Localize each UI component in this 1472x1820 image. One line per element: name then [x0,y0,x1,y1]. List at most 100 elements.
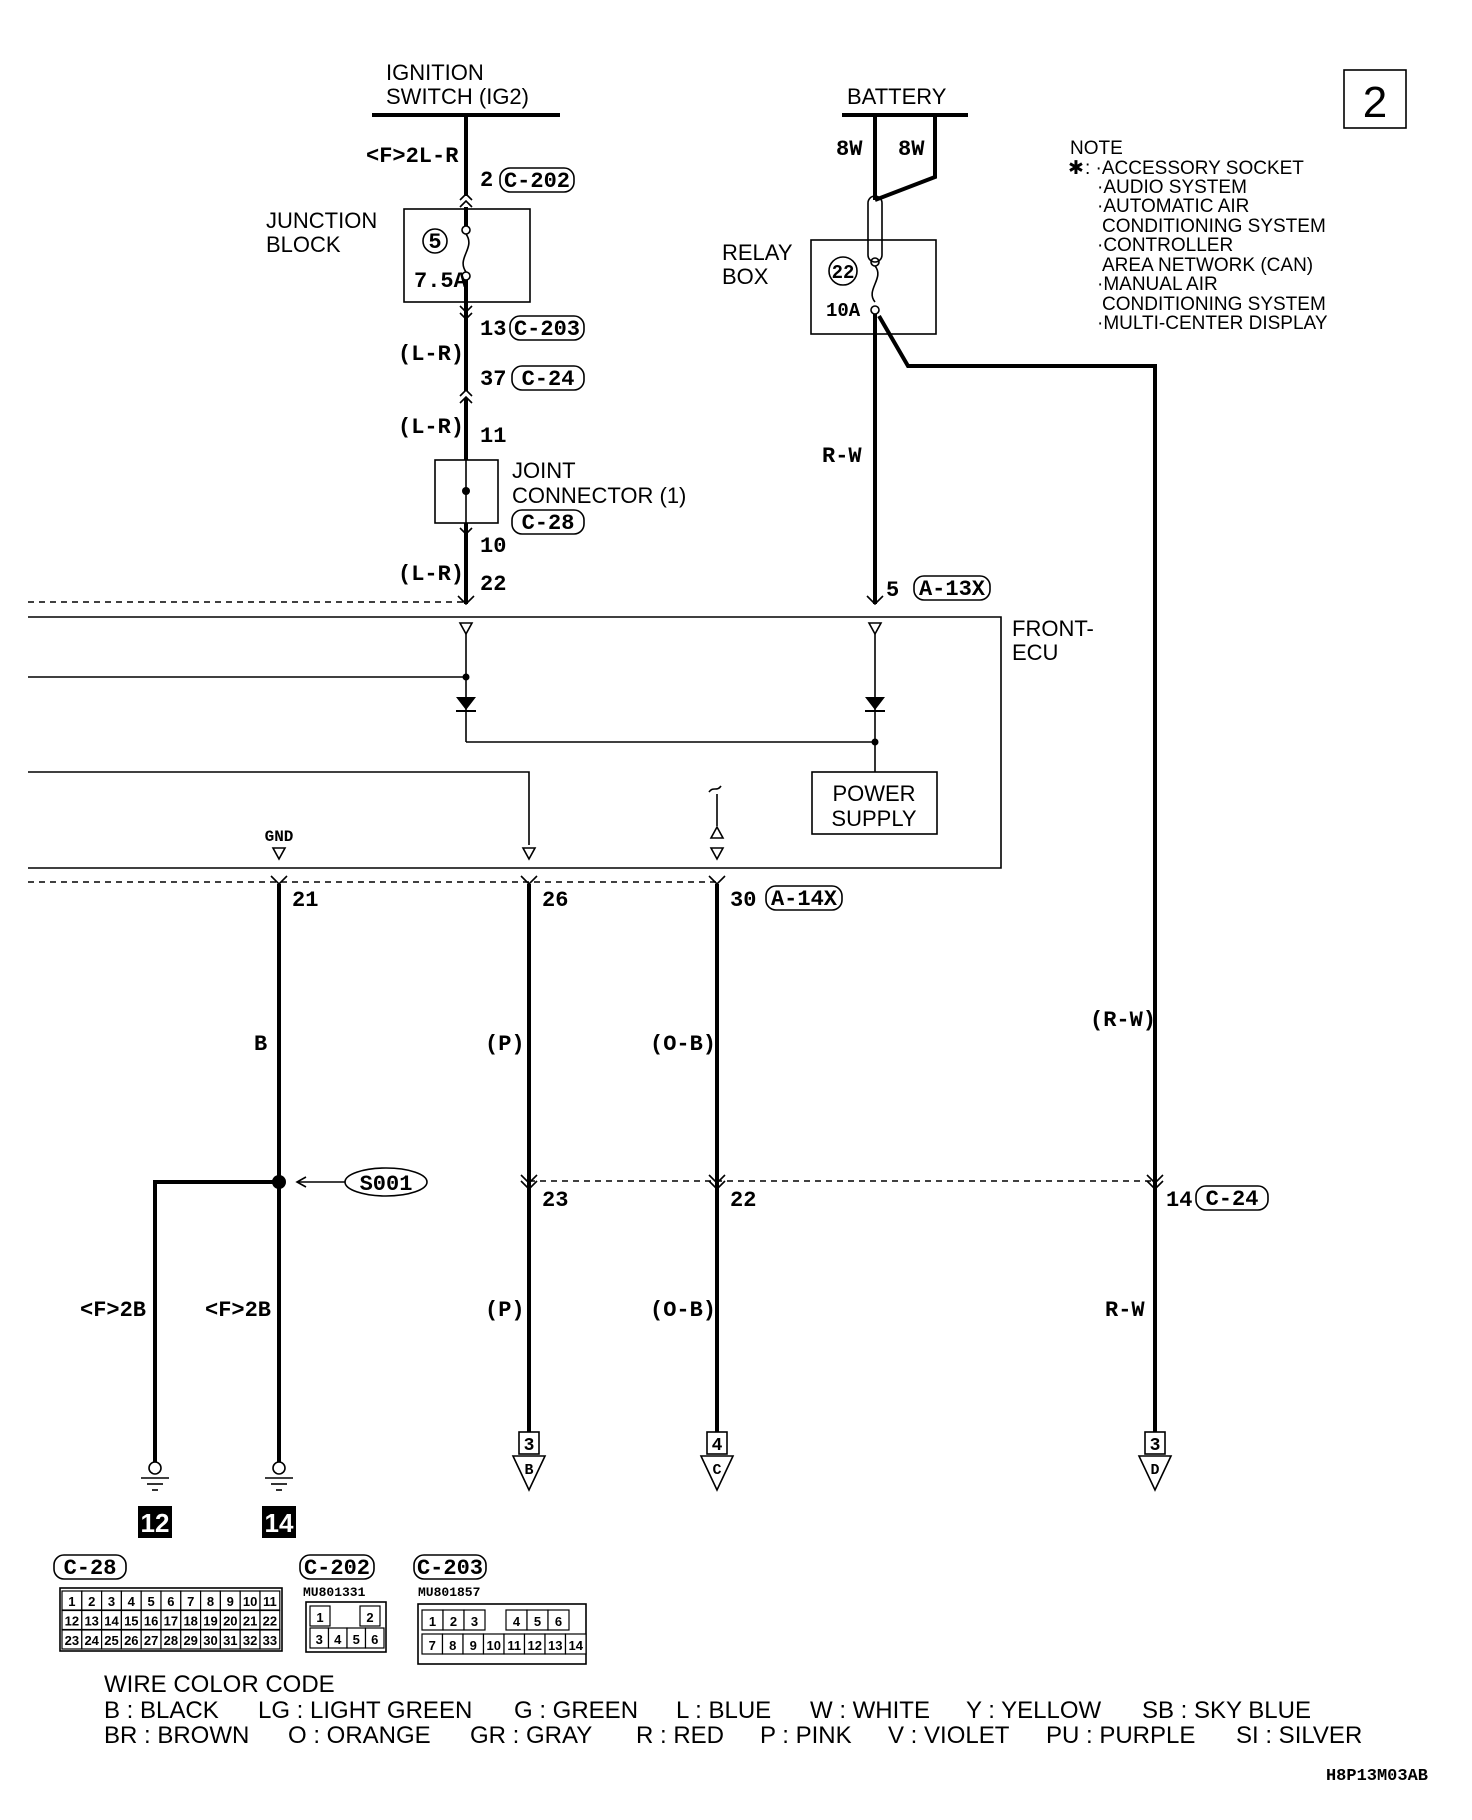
wire-label-b: B [254,1032,267,1057]
continuation-d[interactable]: 3 D [1137,1431,1173,1492]
wire-ground-branch [153,1180,279,1462]
connector-mark [459,395,473,404]
pin-cell-number: 1 [316,1610,323,1625]
ground-point-14: 14 [265,1508,294,1538]
relay-connector-capsule [867,195,883,263]
continuation-c[interactable]: 4 C [699,1431,735,1492]
wire-label-p-2: (P) [485,1298,525,1323]
power-supply-box [811,771,938,835]
pin-cell-number: 4 [334,1632,342,1647]
connector-tag-c24 [511,365,585,391]
pin-cell-number: 2 [366,1610,373,1625]
wire-color-code-item: Y : YELLOW [966,1697,1102,1724]
battery-title: BATTERY [847,84,947,109]
connector-view-outline [305,1601,387,1653]
pin-cell-number: 24 [84,1633,99,1648]
continuation-page: 3 [524,1436,535,1456]
wire-color-code-item: GR : GRAY [470,1722,592,1749]
ecu-terminal-5 [867,622,883,636]
pin-11: 11 [480,424,506,449]
pin-2: 2 [480,168,493,193]
note-star: ✱ [1068,158,1084,179]
fuse-terminal [461,225,471,235]
note-line: AREA NETWORK (CAN) [1102,255,1313,276]
pin-cell-number: 13 [548,1638,562,1653]
connector-mark [270,875,288,886]
pin-cell-number: 2 [88,1594,95,1609]
connector-view-label: C-202 [304,1556,370,1581]
continuation-b[interactable]: 3 B [511,1431,547,1492]
ecu-junction-dot [871,738,879,746]
continuation-page-box [518,1431,540,1455]
pin-cell-number: 3 [108,1594,115,1609]
connector-view-part: MU801857 [418,1585,480,1600]
power-supply-1: POWER [832,781,915,806]
wire-label-8w-right: 8W [898,137,925,162]
wire-color-code-item: SB : SKY BLUE [1142,1697,1311,1724]
fuse-rating-75a: 7.5A [414,269,468,294]
connector-view-tag [53,1554,127,1580]
wire-label-rw-1: R-W [822,444,862,469]
wire-label-lr-2: (L-R) [398,415,464,440]
splice-s001: S001 [360,1172,413,1197]
pin-cell-number: 28 [164,1633,178,1648]
wire-label-f2b-1: <F>2B [80,1298,146,1323]
note-line: ·CONTROLLER [1097,235,1233,256]
connector-mark [520,1174,538,1185]
relay-fuse-element [871,265,879,303]
wire-color-code-item: B : BLACK [104,1697,219,1724]
ecu-terminal-21 [271,847,287,861]
continuation-letter: B [524,1462,533,1479]
continuation-letter: C [712,1462,721,1479]
connector-c28: C-28 [522,511,575,536]
connector-tag-a13x [913,575,991,601]
note-line: ·AUDIO SYSTEM [1097,177,1247,198]
wire-color-code-item: BR : BROWN [104,1722,249,1749]
signal-wave-icon [708,785,722,793]
note-heading: NOTE [1070,138,1123,159]
connector-view-label: C-28 [64,1556,117,1581]
relay-fuse-number-22: 22 [832,262,855,284]
continuation-arrow-icon [1137,1455,1173,1492]
connector-c203: C-203 [514,317,580,342]
connector-c24: C-24 [522,367,575,392]
pin-cell-number: 4 [128,1594,136,1609]
pin-cell-number: 19 [203,1614,217,1629]
note-line: ·MULTI-CENTER DISPLAY [1097,313,1328,334]
figure-code: H8P13M03AB [1326,1767,1428,1786]
connector-mark [459,192,473,201]
ecu-terminal-22 [458,622,474,636]
pin-22: 22 [480,572,506,597]
pin-23: 23 [542,1188,568,1213]
ecu-terminal-30-up [709,825,725,839]
pin-cell [463,1609,486,1631]
note-block: NOTE ✱ : ·ACCESSORY SOCKET ·AUDIO SYSTEM… [1068,138,1328,334]
connector-mark [708,1180,726,1191]
ecu-internal-left-2 [28,771,530,845]
pin-cell-number: 30 [203,1633,217,1648]
ground-point-12: 12 [141,1508,170,1538]
pin-21: 21 [292,888,318,913]
pin-cell-number: 8 [449,1638,456,1653]
pin-cell-number: 1 [68,1594,75,1609]
pin-cell-number: 32 [243,1633,257,1648]
fuse-number-circle [422,228,448,254]
relay-title-2: BOX [722,264,769,289]
pin-cell [364,1627,385,1649]
pin-13: 13 [480,317,506,342]
pin-cell-number: 3 [316,1632,323,1647]
diode-right [865,697,885,710]
pin-cell-number: 14 [104,1614,119,1629]
joint-title-2: CONNECTOR (1) [512,483,686,508]
connector-c24-lower: C-24 [1206,1187,1259,1212]
connector-mark [520,1180,538,1191]
wire-color-code-item: L : BLUE [676,1697,771,1724]
pin-cell-number: 6 [555,1614,562,1629]
wire-label-rw-3: R-W [1105,1298,1145,1323]
pin-cell-number: 17 [164,1614,178,1629]
connector-view-outline [59,1587,283,1652]
pin-cell-number: 11 [507,1638,521,1653]
wire-color-code-item: P : PINK [760,1722,852,1749]
ecu-box-outline [28,616,1002,869]
pin-22-lower: 22 [730,1188,756,1213]
